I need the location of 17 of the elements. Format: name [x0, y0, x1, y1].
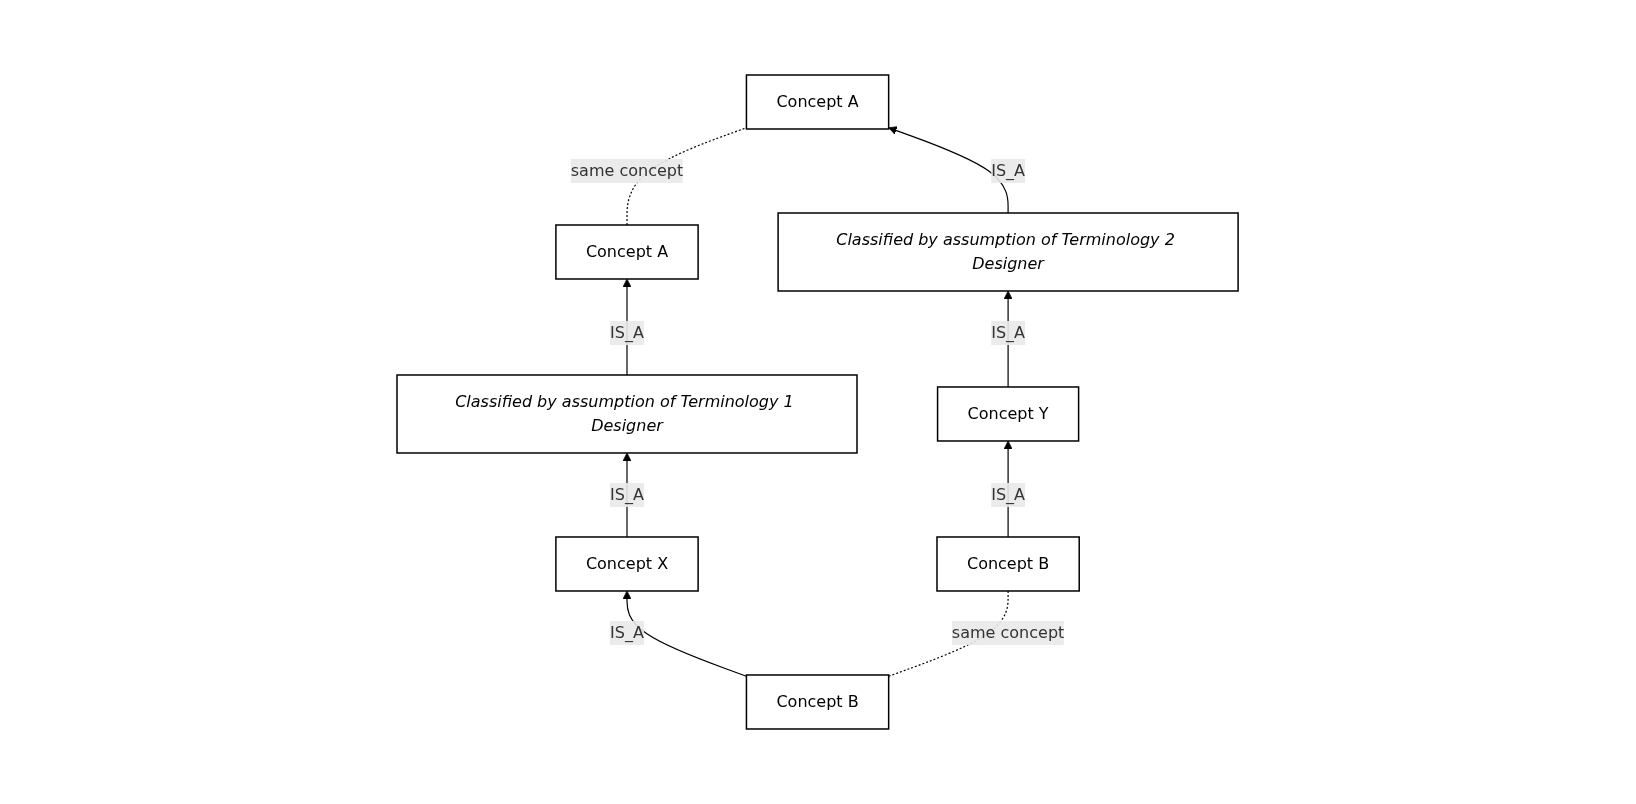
node-box: Concept A	[746, 74, 890, 130]
edge-label: IS_A	[991, 484, 1026, 504]
edge-label: IS_A	[610, 622, 645, 642]
edge-label: same concept	[952, 622, 1065, 642]
node-box: Classified by assumption of Terminology 2 Designer	[777, 212, 1240, 292]
node-box: Concept A	[555, 224, 700, 280]
arrow	[888, 126, 1010, 214]
edge-label: IS_A	[991, 322, 1026, 342]
node-box: Classified by assumption of Terminology 1 Designer	[396, 374, 859, 454]
node-box: Concept X	[555, 536, 700, 592]
edge-label: IS_A	[610, 322, 645, 342]
edge-label: same concept	[571, 161, 684, 180]
edge-label: IS_A	[610, 484, 645, 504]
edge-label: IS_A	[991, 161, 1026, 180]
node-box: Concept B	[936, 536, 1081, 592]
node-box: Concept B	[746, 674, 890, 730]
node-box: Concept Y	[937, 386, 1080, 442]
